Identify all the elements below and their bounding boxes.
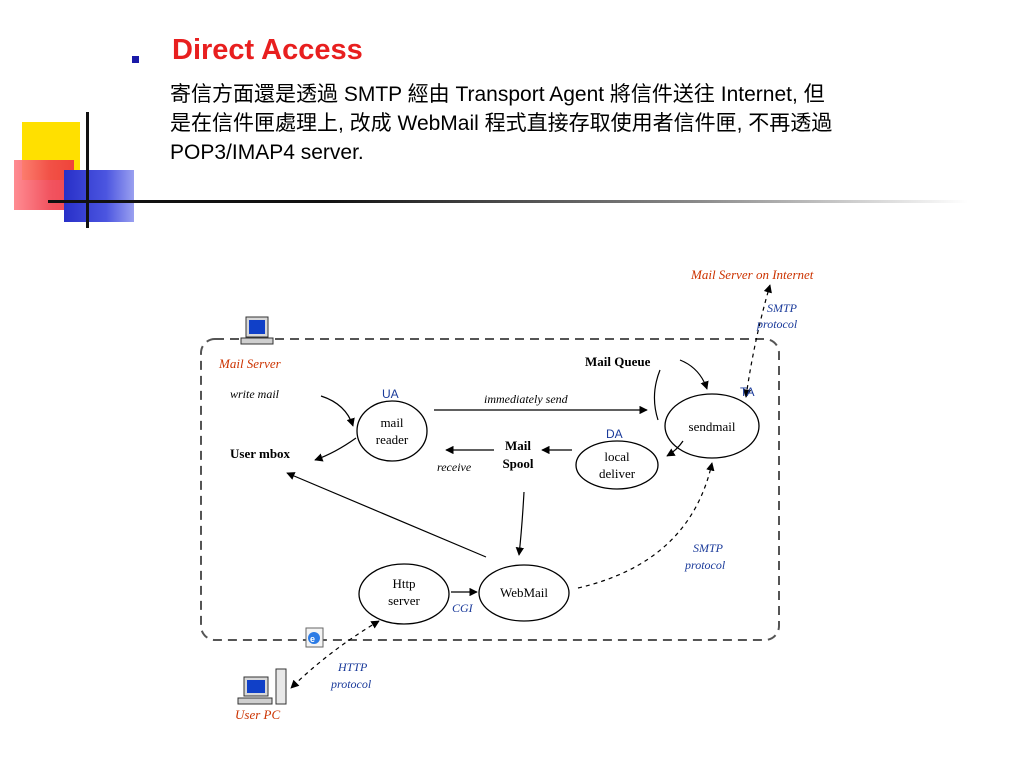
queue-curve (653, 369, 661, 421)
label-http: Http (392, 576, 415, 591)
internet-explorer-icon: e (305, 627, 324, 648)
body-line-2: 是在信件匣處理上, 改成 WebMail 程式直接存取使用者信件匣, 不再透過 (170, 112, 833, 135)
label-sendmail: sendmail (689, 419, 736, 434)
mail-reader-node (356, 400, 428, 462)
label-mail-server-internet: Mail Server on Internet (690, 267, 814, 282)
computer-icon (240, 316, 274, 345)
label-protocol-right: protocol (684, 558, 726, 572)
slide-title: Direct Access (172, 34, 363, 67)
label-webmail: WebMail (500, 585, 548, 600)
label-ua: UA (382, 387, 399, 401)
title-text: Direct Access (172, 34, 363, 66)
label-server: server (388, 593, 420, 608)
label-reader: reader (376, 432, 409, 447)
label-mail-spool-2: Spool (502, 456, 533, 471)
arrow-write-to-reader (320, 395, 355, 427)
body-line-3: POP3/IMAP4 server. (170, 141, 364, 164)
label-mail-queue: Mail Queue (585, 354, 651, 369)
arrow-sendmail-to-deliver (666, 440, 684, 457)
arrow-webmail-to-mbox (286, 472, 487, 558)
slide-body: 寄信方面還是透過 SMTP 經由 Transport Agent 將信件送往 I… (170, 80, 990, 167)
arrow-http-protocol (290, 620, 380, 689)
label-user-pc: User PC (235, 707, 280, 722)
label-ta: TA (740, 385, 754, 399)
http-server-node (358, 563, 450, 625)
arrow-smtp-internet (742, 284, 772, 398)
label-da: DA (606, 427, 623, 441)
arrow-webmail-smtp (577, 462, 715, 589)
label-deliver: deliver (599, 466, 636, 481)
label-mail-spool-1: Mail (505, 438, 531, 453)
local-deliver-node (575, 440, 659, 490)
body-line-1: 寄信方面還是透過 SMTP 經由 Transport Agent 將信件送往 I… (170, 83, 825, 106)
label-immediately-send: immediately send (484, 392, 569, 406)
label-mail-server: Mail Server (218, 356, 282, 371)
label-protocol-top: protocol (756, 317, 798, 331)
mail-server-boundary (200, 338, 780, 641)
sendmail-node (664, 393, 760, 459)
user-pc-icon (237, 668, 287, 705)
label-smtp-right: SMTP (693, 541, 724, 555)
label-user-mbox: User mbox (230, 446, 291, 461)
label-write-mail: write mail (230, 387, 280, 401)
label-local: local (604, 449, 630, 464)
decor-blue-block (64, 170, 134, 222)
label-http-protocol-2: protocol (330, 677, 372, 691)
decor-vertical-line (86, 112, 89, 228)
label-http-protocol-1: HTTP (337, 660, 368, 674)
label-receive: receive (437, 460, 472, 474)
bullet-marker (132, 56, 139, 63)
label-cgi: CGI (452, 601, 474, 615)
arrow-spool-to-webmail (515, 491, 525, 556)
svg-text:e: e (310, 634, 315, 644)
arrow-reader-to-mbox (314, 437, 357, 462)
arrow-queue-to-sendmail (679, 359, 709, 390)
label-smtp-top: SMTP (767, 301, 798, 315)
label-mail: mail (380, 415, 403, 430)
webmail-node (478, 564, 570, 622)
decor-horizontal-rule (48, 200, 968, 203)
